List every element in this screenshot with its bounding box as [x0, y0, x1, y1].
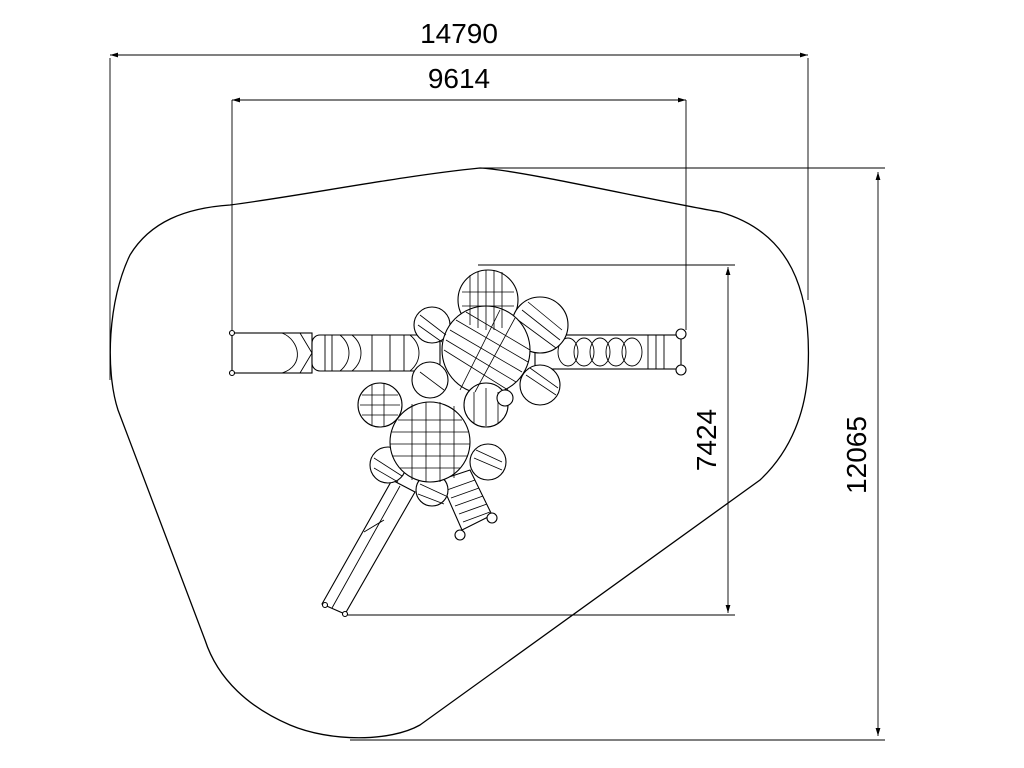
equipment-width-dimension: 9614 [231, 63, 687, 332]
upper-tower [411, 269, 569, 428]
equipment-width-label: 9614 [428, 63, 490, 94]
overall-width-label: 14790 [420, 18, 498, 49]
lower-tower [357, 382, 514, 507]
ladder [439, 469, 498, 541]
equipment-depth-dimension: 7424 [345, 264, 735, 616]
overall-width-dimension: 14790 [109, 18, 809, 380]
straight-slide [321, 479, 416, 618]
tube-slide [228, 329, 441, 377]
overall-depth-dimension: 12065 [350, 167, 885, 741]
equipment-depth-label: 7424 [691, 409, 722, 471]
overall-depth-label: 12065 [841, 416, 872, 494]
safety-zone-outline [109, 167, 810, 739]
